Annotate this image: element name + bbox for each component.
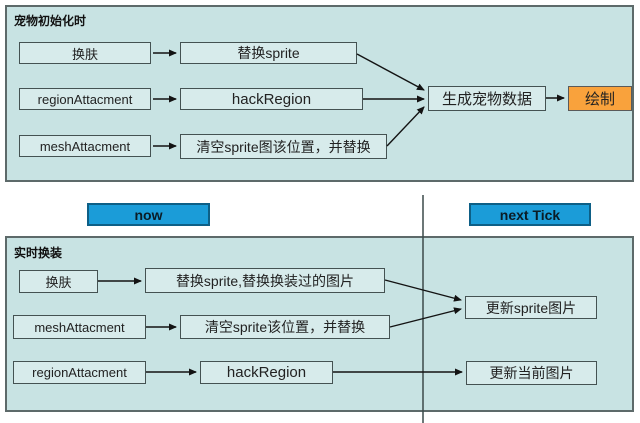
top-row3-source-box: meshAttacment <box>19 135 151 157</box>
draw-box: 绘制 <box>568 86 632 111</box>
top-row2-source-box: regionAttacment <box>19 88 151 110</box>
result-update-current-box: 更新当前图片 <box>466 361 597 385</box>
top-row2-target-box: hackRegion <box>180 88 363 110</box>
panel-pet-init-title: 宠物初始化时 <box>14 14 87 28</box>
bottom-row1-target-box: 替换sprite,替换换装过的图片 <box>145 268 385 293</box>
bottom-row2-target-box: 清空sprite该位置，并替换 <box>180 315 390 339</box>
top-row1-target-box: 替换sprite <box>180 42 357 64</box>
panel-realtime-change-title: 实时换装 <box>14 246 63 260</box>
bottom-row2-source-box: meshAttacment <box>13 315 146 339</box>
bottom-row1-source-box: 换肤 <box>19 270 98 293</box>
timeline-next-tick-label: next Tick <box>469 203 591 226</box>
timeline-now-label: now <box>87 203 210 226</box>
result-update-sprite-box: 更新sprite图片 <box>465 296 597 319</box>
bottom-row3-source-box: regionAttacment <box>13 361 146 384</box>
merge-box-generate-pet-data: 生成宠物数据 <box>428 86 546 111</box>
top-row3-target-box: 清空sprite图该位置，并替换 <box>180 134 387 159</box>
bottom-row3-target-box: hackRegion <box>200 361 333 384</box>
top-row1-source-box: 换肤 <box>19 42 151 64</box>
